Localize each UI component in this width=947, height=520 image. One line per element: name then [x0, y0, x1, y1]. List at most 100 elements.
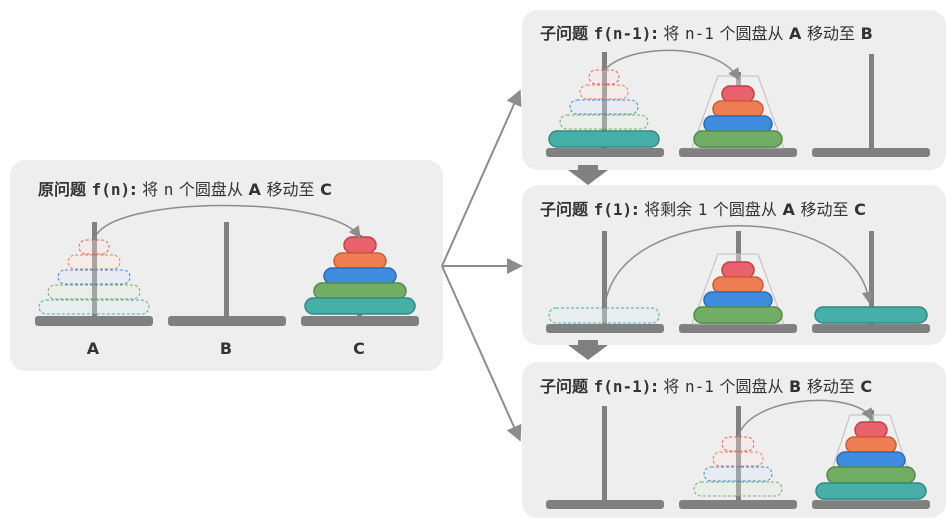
step-title-text-3: 移动至 — [807, 24, 856, 43]
rod — [602, 231, 607, 328]
step-3-peg-b — [679, 406, 797, 509]
step-title-prefix: 子问题 — [540, 377, 589, 396]
move-arc — [604, 225, 874, 306]
rod — [812, 500, 930, 509]
move-arc — [604, 49, 740, 81]
ghost-disk — [703, 466, 773, 482]
step-3-title: 子问题 f(n-1): 将 n-1 个圆盘从 B 移动至 C — [540, 373, 872, 397]
connector-arrow-step-3 — [441, 265, 522, 442]
step-title-text-3: 移动至 — [800, 200, 849, 219]
step-title-text-3: 移动至 — [806, 377, 855, 396]
down-arrow-1 — [568, 165, 608, 185]
step-title-colon: : — [632, 200, 639, 219]
step-title-text-1: 将剩余 — [644, 200, 693, 219]
disk-orange — [712, 276, 764, 294]
step-3-ghost-disks — [693, 436, 783, 497]
step-1-peg-a — [546, 52, 664, 157]
step-2-peg-c — [812, 231, 930, 333]
step-1-disks-b — [693, 85, 783, 148]
step-title-colon: : — [651, 24, 658, 43]
rod — [736, 406, 741, 504]
ghost-disk — [78, 239, 110, 255]
disk-orange — [712, 100, 764, 118]
step-title-text-1: 将 — [663, 24, 680, 43]
disk-green — [693, 306, 783, 324]
step-1-title: 子问题 f(n-1): 将 n-1 个圆盘从 A 移动至 B — [540, 20, 873, 44]
step-3-disks-c — [815, 421, 927, 500]
disk-teal — [815, 482, 927, 500]
step-title-prefix: 子问题 — [540, 200, 589, 219]
step-title-prefix: 子问题 — [540, 24, 589, 43]
disk-green — [693, 130, 783, 148]
ghost-disk — [588, 69, 620, 85]
step-title-from-peg: A — [789, 24, 802, 43]
rod — [168, 316, 286, 326]
step-title-from-peg: A — [782, 200, 795, 219]
disk-blue — [703, 115, 773, 133]
ghost-disk — [569, 99, 639, 115]
step-title-to-peg: C — [854, 200, 866, 219]
rod — [546, 500, 664, 509]
step-3-peg-a — [546, 406, 664, 509]
step-title-text-1: 将 — [663, 377, 680, 396]
disk-green — [826, 466, 916, 484]
disk-orange — [333, 252, 387, 270]
peg-label-b: B — [219, 339, 233, 358]
step-title-colon: : — [651, 377, 658, 396]
rod — [679, 148, 797, 157]
step-title-text-2: 个圆盘从 — [719, 377, 784, 396]
ghost-disk — [38, 299, 150, 315]
disk-teal — [304, 297, 416, 315]
step-title-to-peg: B — [860, 24, 873, 43]
step-title-function: f(n-1) — [593, 24, 652, 43]
main-ghost-disks — [38, 239, 150, 315]
step-1-ghost-disks — [559, 69, 649, 130]
step-title-text-2: 个圆盘从 — [712, 200, 777, 219]
connector-arrow-step-1 — [441, 89, 522, 267]
ghost-disk — [721, 436, 755, 452]
disk-blue — [703, 291, 773, 309]
disk-orange — [845, 436, 897, 454]
rod — [546, 324, 664, 333]
ghost-disk — [548, 307, 660, 324]
step-title-count: n-1 — [684, 24, 714, 43]
peg-label-c: C — [353, 339, 365, 358]
main-peg-a — [35, 222, 153, 326]
rod — [602, 406, 607, 504]
rod — [224, 222, 229, 320]
ghost-disk — [57, 269, 131, 285]
main-problem-title: 原问题 f(n): 将 n 个圆盘从 A 移动至 C — [38, 176, 332, 200]
title-function: f(n) — [91, 180, 131, 199]
main-disks-c — [304, 236, 416, 315]
rod — [812, 324, 930, 333]
step-title-count: 1 — [697, 200, 708, 219]
step-title-function: f(1) — [593, 200, 633, 219]
move-arc — [737, 399, 873, 438]
rod — [679, 324, 797, 333]
step-2-title: 子问题 f(1): 将剩余 1 个圆盘从 A 移动至 C — [540, 196, 866, 220]
title-text-1: 将 — [142, 180, 159, 199]
disk-red — [854, 421, 888, 439]
step-1-peg-c — [812, 54, 930, 157]
disk-teal — [548, 130, 660, 148]
title-from-peg: A — [248, 180, 261, 199]
rod — [301, 316, 419, 326]
rod — [92, 222, 97, 320]
title-colon: : — [130, 180, 137, 199]
step-title-function: f(n-1) — [593, 377, 652, 396]
rod — [546, 148, 664, 157]
step-2-peg-a — [546, 231, 664, 333]
disk-red — [721, 85, 755, 103]
step-title-from-peg: B — [789, 377, 802, 396]
disk-teal — [814, 306, 928, 324]
ghost-disk — [693, 481, 783, 497]
ghost-disk — [47, 284, 141, 300]
move-arc — [94, 204, 361, 239]
disk-blue — [836, 451, 906, 469]
title-text-3: 移动至 — [266, 180, 315, 199]
disk-red — [343, 236, 377, 254]
rod — [602, 52, 607, 152]
disk-blue — [323, 267, 397, 285]
ghost-disk — [712, 451, 764, 467]
